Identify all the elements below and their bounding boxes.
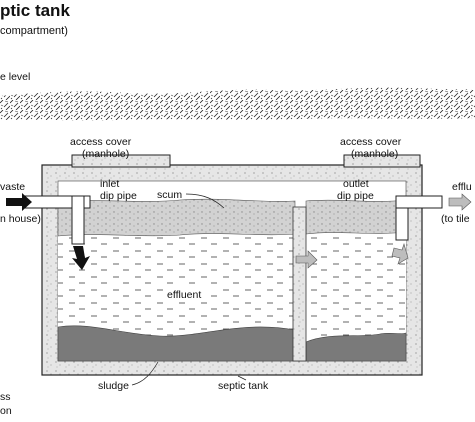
- effluent-out-label-1: efflu: [452, 181, 472, 193]
- inlet-pipe-label-1: inlet: [100, 178, 119, 190]
- inlet-dip-pipe: [71, 195, 85, 245]
- septic-tank-label: septic tank: [218, 380, 269, 392]
- waste-in-label-2: n house): [0, 213, 41, 225]
- access-cover-right-label-2: (manhole): [351, 148, 398, 160]
- effluent-label-bg: [165, 287, 210, 301]
- sludge-leader: [131, 361, 159, 386]
- outlet-pipe-label-2: dip pipe: [337, 190, 374, 202]
- bottom-left-label-2: on: [0, 405, 12, 417]
- access-cover-left: [71, 154, 171, 168]
- access-cover-right-label-1: access cover: [340, 136, 402, 148]
- effluent-label: effluent: [167, 289, 201, 301]
- outlet-flow-arrow: [391, 242, 409, 265]
- diagram-subtitle: compartment): [0, 25, 68, 37]
- waste-in-label-1: vaste: [0, 181, 25, 193]
- scum-layer: [57, 198, 296, 237]
- diagram-title: ptic tank: [0, 1, 70, 20]
- soil-layer: [0, 87, 475, 121]
- ground-level-label: e level: [0, 71, 30, 83]
- inlet-flow-arrow: [72, 246, 90, 270]
- scum-label: scum: [157, 189, 182, 201]
- inlet-pipe-label-2: dip pipe: [100, 190, 137, 202]
- scum-leader: [185, 193, 225, 209]
- scum-layer-right: [305, 199, 407, 235]
- access-cover-left-label-2: (manhole): [82, 148, 129, 160]
- bottom-left-label-1: ss: [0, 391, 11, 403]
- sludge-layer: [57, 325, 296, 362]
- access-cover-right: [343, 154, 421, 168]
- effluent-out-label-2: (to tile: [441, 213, 470, 225]
- sludge-layer-right: [305, 332, 407, 362]
- outlet-pipe-horizontal: [395, 195, 443, 209]
- effluent-out-arrow: [448, 193, 472, 211]
- waste-in-arrow: [6, 193, 32, 211]
- outlet-pipe-label-1: outlet: [343, 178, 369, 190]
- partition-wall: [292, 206, 307, 362]
- septic-tank-leader: [237, 375, 247, 381]
- sludge-label: sludge: [98, 380, 129, 392]
- access-cover-left-label-1: access cover: [70, 136, 132, 148]
- partition-flow-arrow: [295, 250, 318, 269]
